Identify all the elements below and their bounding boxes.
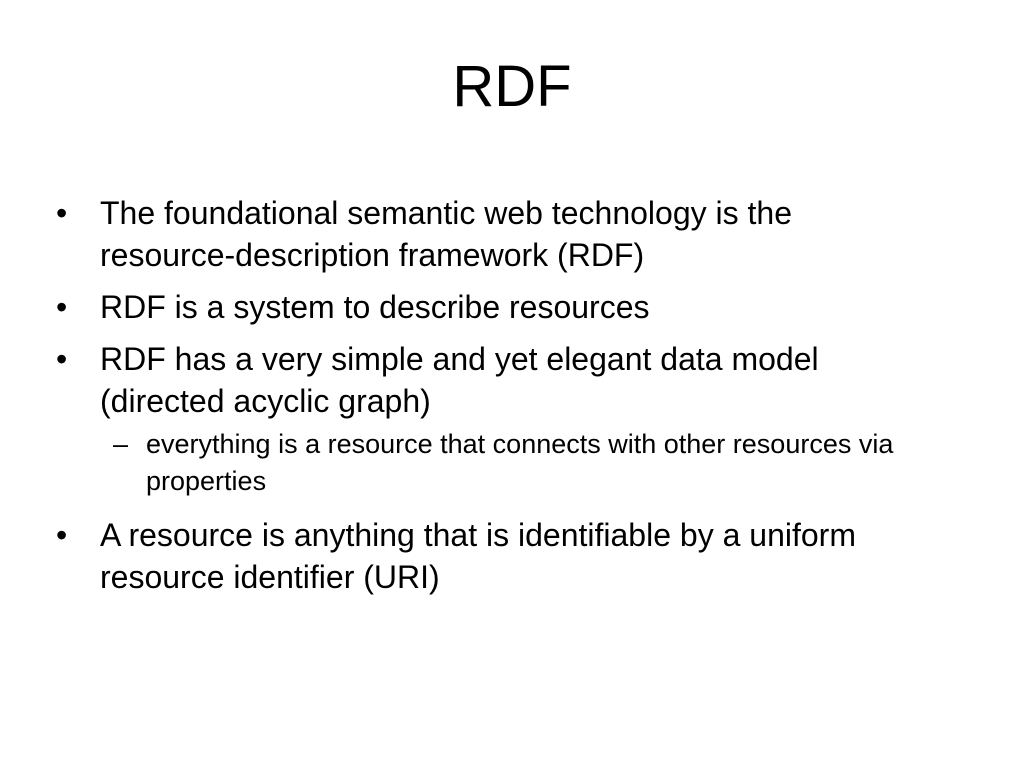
- bullet-text: RDF is a system to describe resources: [100, 289, 650, 325]
- bullet-text: RDF has a very simple and yet elegant da…: [100, 341, 819, 419]
- bullet-marker: •: [56, 517, 68, 553]
- bullet-marker: •: [56, 341, 68, 377]
- bullet-item: • RDF has a very simple and yet elegant …: [56, 338, 936, 422]
- bullet-list: • The foundational semantic web technolo…: [56, 192, 936, 608]
- sub-bullet-marker: –: [113, 429, 129, 459]
- bullet-marker: •: [56, 289, 68, 325]
- bullet-text: The foundational semantic web technology…: [100, 195, 792, 273]
- slide-title: RDF: [452, 54, 572, 119]
- bullet-text: A resource is anything that is identifia…: [100, 517, 856, 595]
- bullet-item: • RDF is a system to describe resources: [56, 286, 936, 328]
- bullet-marker: •: [56, 195, 68, 231]
- bullet-item: • The foundational semantic web technolo…: [56, 192, 936, 276]
- sub-bullet-item: – everything is a resource that connects…: [56, 426, 936, 500]
- bullet-item: • A resource is anything that is identif…: [56, 514, 936, 598]
- sub-bullet-text: everything is a resource that connects w…: [146, 429, 894, 496]
